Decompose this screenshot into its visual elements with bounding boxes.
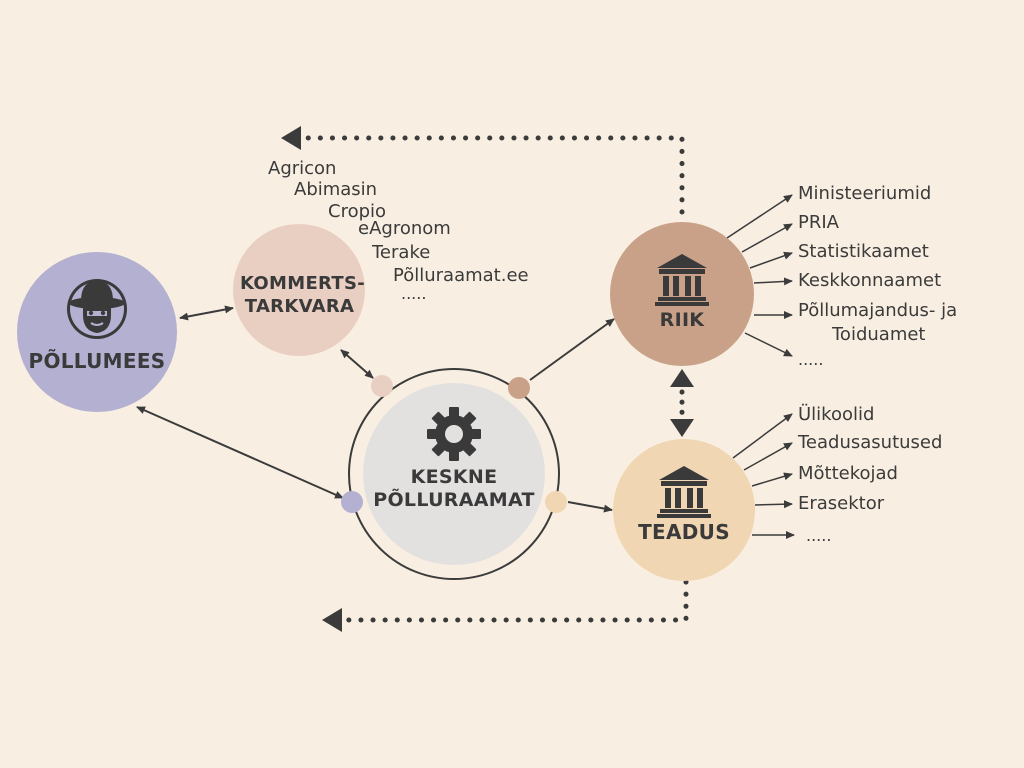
ring-dot-teadus [545, 491, 567, 513]
label-kommerts-line2: TARKVARA [244, 296, 355, 317]
software-list-more: ..... [401, 284, 427, 303]
gear-icon [427, 407, 481, 461]
arrow-teadus-mottekojad [751, 472, 793, 487]
arrow-riik-keskkonnaamet [753, 277, 793, 286]
bank-building-icon [657, 466, 711, 518]
dotted-arrow-teadus-to-left [339, 579, 689, 623]
arrow-head-down-teadus [670, 419, 694, 437]
software-list-item: Agricon [268, 158, 337, 179]
teadus-list-item: Ülikoolid [798, 404, 875, 425]
riik-list-item: Toiduamet [832, 324, 926, 345]
riik-list-item: PRIA [798, 212, 839, 233]
arrow-riik-more [744, 332, 793, 357]
teadus-list-item: Teadusasutused [798, 432, 943, 453]
node-keskne-pollurraamat [363, 383, 545, 565]
ring-dot-kommerts [371, 375, 393, 397]
dotted-arrow-riik-to-left [297, 135, 685, 215]
riik-list-item: Põllumajandus- ja [798, 300, 958, 321]
label-riik: RIIK [659, 309, 705, 331]
bank-building-icon [655, 254, 709, 306]
label-pollumees: PÕLLUMEES [28, 349, 166, 373]
arrow-pollumees-keskne [136, 406, 344, 499]
riik-list-item: Keskkonnaamet [798, 270, 942, 291]
farmer-with-hat-icon [67, 279, 127, 339]
dotted-arrow-head-top [281, 126, 301, 150]
arrow-riik-pria [741, 223, 793, 253]
teadus-list-more: ..... [806, 526, 832, 545]
dotted-arrow-head-bottom [322, 608, 342, 632]
node-kommertstarkvara [233, 224, 365, 356]
software-list-item: Abimasin [294, 179, 378, 200]
label-teadus: TEADUS [638, 520, 730, 544]
arrow-teadus-erasektor [754, 500, 793, 509]
arrow-teadus-teadusasutused [743, 442, 793, 471]
arrow-keskne-teadus [567, 501, 613, 513]
ring-dot-riik [508, 377, 530, 399]
node-keskne-ring [348, 368, 560, 580]
arrow-riik-statistikaamet [749, 251, 793, 269]
arrow-pollumees-kommerts [179, 305, 234, 321]
label-keskne-line2: PÕLLURAAMAT [373, 489, 535, 511]
node-riik [610, 222, 754, 366]
arrow-kommerts-keskne [340, 349, 374, 379]
ring-dot-pollumees [341, 491, 363, 513]
riik-list-item: Ministeeriumid [798, 183, 932, 204]
arrow-head-up-riik [670, 369, 694, 387]
arrow-riik-ministeeriumid [726, 194, 793, 239]
software-list-item: Cropio [328, 201, 387, 222]
software-list-item: eAgronom [358, 218, 451, 239]
riik-list-more: ..... [798, 350, 824, 369]
riik-list-item: Statistikaamet [798, 241, 929, 262]
software-list-item: Põlluraamat.ee [393, 265, 529, 286]
software-list-item: Terake [372, 242, 431, 263]
label-kommerts-line1: KOMMERTS- [239, 273, 366, 294]
arrow-teadus-ulikoolid [732, 413, 793, 459]
teadus-list-item: Mõttekojad [798, 463, 898, 484]
label-keskne-line1: KESKNE [410, 466, 498, 488]
teadus-list-item: Erasektor [798, 493, 885, 514]
arrow-keskne-riik [529, 318, 615, 381]
